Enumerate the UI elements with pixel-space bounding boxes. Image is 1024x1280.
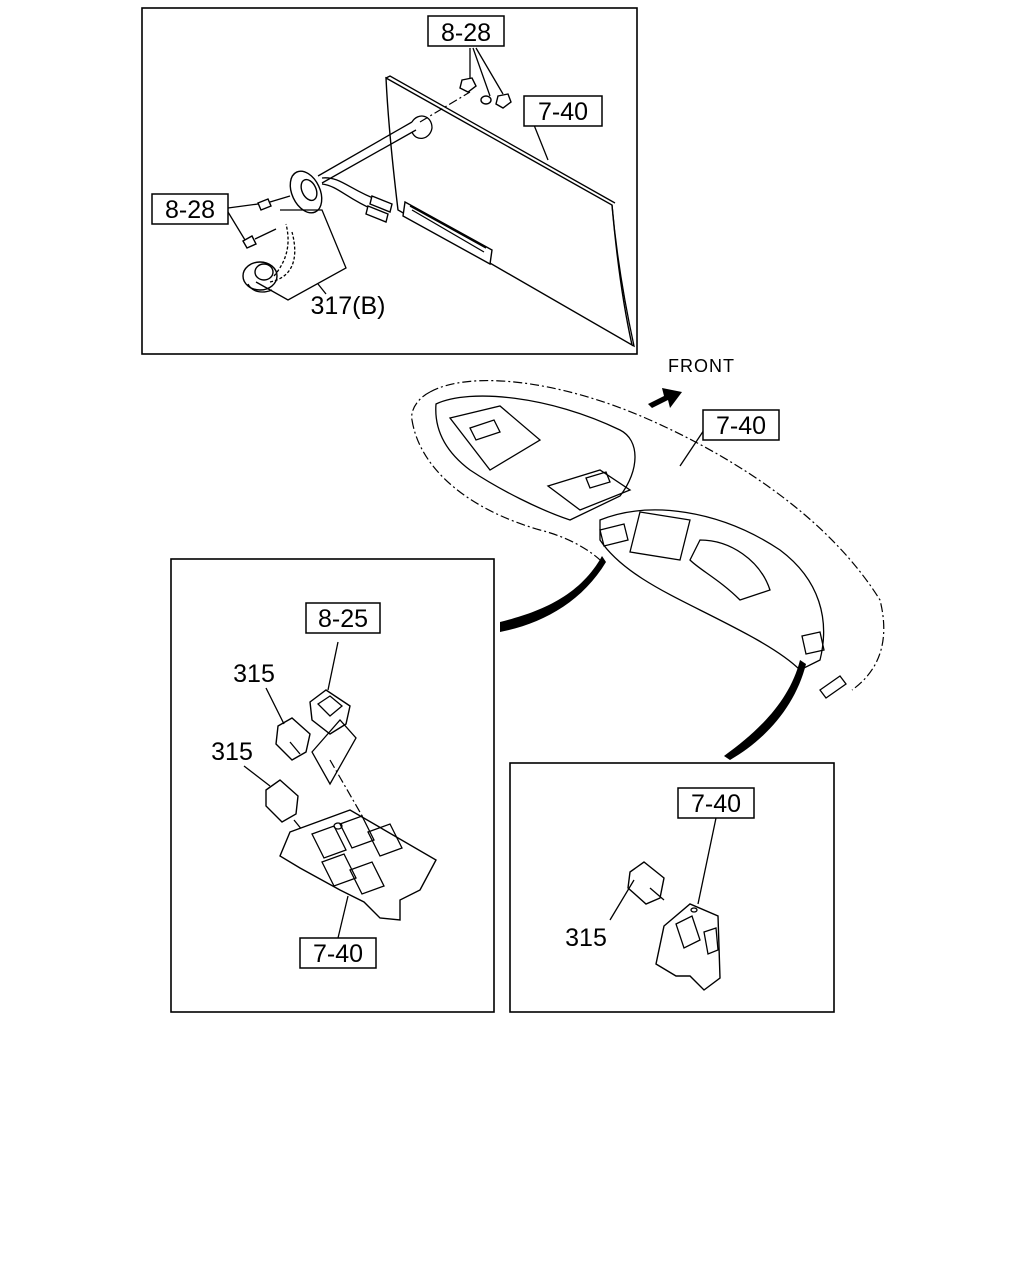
switch-lower-part xyxy=(265,779,299,823)
svg-text:7-40: 7-40 xyxy=(313,940,363,968)
key-and-chain xyxy=(242,209,347,301)
lock-leader xyxy=(317,283,327,295)
label-left-switch-lower: 315 xyxy=(211,738,253,766)
label-top-lock: 317(B) xyxy=(310,292,385,320)
left-inset-frame xyxy=(170,558,495,1013)
callout-left-curve xyxy=(500,556,606,632)
nut-group xyxy=(459,47,512,109)
label-right-switch: 315 xyxy=(565,924,607,952)
svg-text:8-28: 8-28 xyxy=(441,19,491,47)
label-left-clip: 8-25 xyxy=(305,602,381,634)
screw-group xyxy=(227,195,291,249)
svg-text:8-28: 8-28 xyxy=(165,196,215,224)
lock-rod xyxy=(289,91,471,223)
glove-box-lid xyxy=(385,75,635,348)
svg-text:FRONT: FRONT xyxy=(668,356,735,376)
label-dash-main: 7-40 xyxy=(702,409,780,441)
svg-text:7-40: 7-40 xyxy=(538,98,588,126)
front-indicator: FRONT xyxy=(648,356,735,408)
svg-text:7-40: 7-40 xyxy=(691,790,741,818)
switch-upper-part xyxy=(275,717,311,761)
label-top-bolt: 8-28 xyxy=(151,193,229,225)
svg-text:7-40: 7-40 xyxy=(716,412,766,440)
front-arrow-icon xyxy=(648,388,682,408)
label-top-panel: 7-40 xyxy=(523,95,603,127)
switch-bracket-right xyxy=(655,903,721,991)
callout-right-curve xyxy=(724,660,806,760)
top-inset-frame xyxy=(141,7,638,355)
label-left-bracket: 7-40 xyxy=(299,937,377,969)
label-top-nut: 8-28 xyxy=(427,15,505,47)
clip-part xyxy=(309,689,351,735)
right-inset: 7-40 315 xyxy=(509,762,835,1013)
dashboard xyxy=(411,380,885,699)
label-right-bracket: 7-40 xyxy=(677,787,755,819)
label-left-switch-upper: 315 xyxy=(233,660,275,688)
right-inset-frame xyxy=(509,762,835,1013)
dash-leader xyxy=(679,429,705,467)
left-inset: 8-25 315 315 7-40 xyxy=(170,558,495,1013)
top-inset: 8-28 7-40 8-28 317(B) xyxy=(141,7,638,355)
svg-text:8-25: 8-25 xyxy=(318,605,368,633)
switch-right-part xyxy=(627,861,665,905)
switch-bracket-left xyxy=(279,809,437,921)
